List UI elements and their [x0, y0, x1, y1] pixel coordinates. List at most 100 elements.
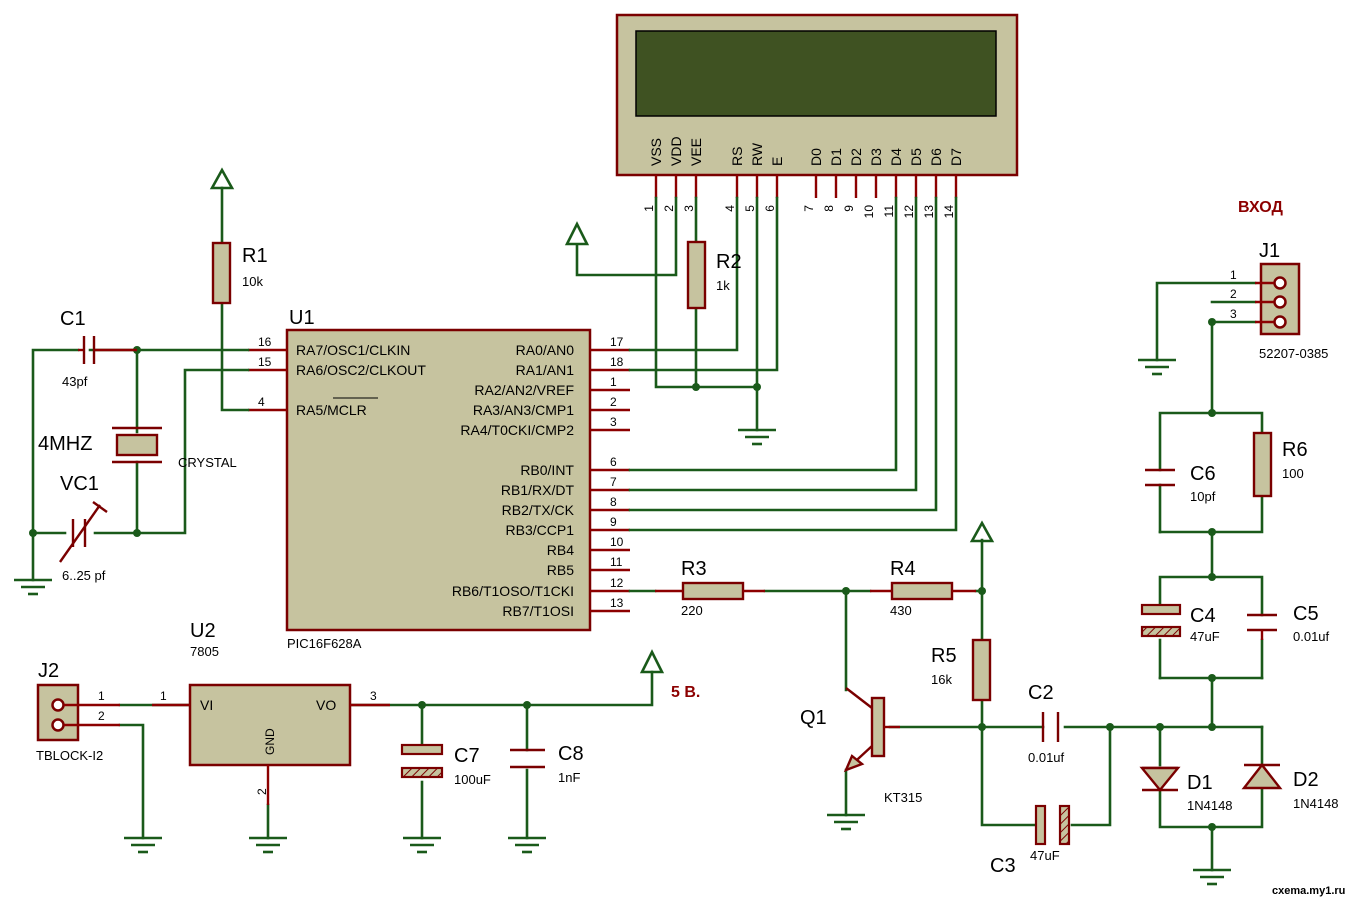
lcd-pin-number: 6 — [763, 205, 777, 212]
junction-dot — [1208, 723, 1216, 731]
lcd-pin-label: VSS — [648, 138, 664, 166]
r3-body — [681, 581, 745, 601]
u1-pin-number: 8 — [610, 495, 617, 509]
r6-body — [1252, 431, 1273, 498]
d1 — [1139, 766, 1181, 792]
q1-transistor — [843, 687, 900, 773]
u1-pin-number: 16 — [258, 335, 272, 349]
q1-val: KT315 — [884, 790, 922, 805]
u1-pin-label: RB0/INT — [520, 462, 574, 478]
ground-icon — [403, 836, 441, 854]
lcd-pin-label: E — [769, 157, 785, 166]
u1-pin-number: 9 — [610, 515, 617, 529]
junction-dot — [1208, 823, 1216, 831]
r1-ref: R1 — [242, 245, 268, 267]
resistors — [211, 240, 1273, 702]
u1-pin-label: RA6/OSC2/CLKOUT — [296, 362, 426, 378]
u1-pin-label: RB6/T1OSO/T1CKI — [452, 583, 574, 599]
u1-ref: U1 — [289, 307, 315, 329]
u1-pin-label: RB3/CCP1 — [506, 522, 575, 538]
lcd-display: VSS1VDD2VEE3RS4RW5E6D07D18D29D310D411D51… — [615, 13, 1019, 219]
u1-pin-number: 13 — [610, 596, 624, 610]
u1-pin-label: RA5/MCLR — [296, 402, 367, 418]
u1-pin-label: RA4/T0CKI/CMP2 — [460, 422, 574, 438]
component-labels: R1 10k R2 1k R3 220 R4 430 R5 16k R6 100… — [38, 199, 1345, 897]
lcd-pin-number: 4 — [723, 205, 737, 212]
lcd-pin-number: 8 — [822, 205, 836, 212]
input-label: ВХОД — [1238, 199, 1283, 216]
u1-pin-number: 3 — [610, 415, 617, 429]
u1-pin-label: RB4 — [547, 542, 574, 558]
u1-pin-number: 17 — [610, 335, 624, 349]
lcd-pin-number: 9 — [842, 205, 856, 212]
u2-vo-label: VO — [316, 697, 336, 713]
c6 — [1145, 468, 1175, 487]
j2-val: TBLOCK-I2 — [36, 748, 103, 763]
u1-pin-label: RB1/RX/DT — [501, 482, 575, 498]
c8-val: 1nF — [558, 770, 580, 785]
u2-pin-vi: 1 — [160, 689, 167, 703]
lcd-pin-label: D7 — [948, 148, 964, 166]
vc1-ref: VC1 — [60, 473, 99, 495]
u1-pin-label: RA7/OSC1/CLKIN — [296, 342, 410, 358]
j1-pin-2: 2 — [1230, 287, 1237, 301]
junction-dot — [1106, 723, 1114, 731]
lcd-pin-number: 1 — [642, 205, 656, 212]
r6-val: 100 — [1282, 466, 1304, 481]
j1-pin-3: 3 — [1230, 307, 1237, 321]
ground-icon — [14, 578, 52, 596]
c1 — [78, 336, 137, 364]
j2-connector: 1 2 J2 TBLOCK-I2 — [36, 660, 120, 763]
r4-body — [890, 581, 954, 601]
u2-vi-label: VI — [200, 697, 213, 713]
power-arrow-icon — [564, 221, 590, 246]
junction-dot — [978, 587, 986, 595]
vc1 — [59, 501, 108, 563]
r2-body — [686, 240, 707, 310]
junction-dot — [1208, 573, 1216, 581]
power-arrows — [209, 167, 995, 674]
j1-ref: J1 — [1259, 240, 1280, 262]
c4-ref: C4 — [1190, 605, 1216, 627]
lcd-pin-label: D6 — [928, 148, 944, 166]
lcd-pin-number: 12 — [902, 205, 916, 219]
c3-val: 47uF — [1030, 848, 1060, 863]
c8-ref: C8 — [558, 743, 584, 765]
r5-ref: R5 — [931, 645, 957, 667]
x1-ref: 4MHZ — [38, 433, 92, 455]
lcd-pin-label: D3 — [868, 148, 884, 166]
junction-dot — [523, 701, 531, 709]
u1-pin-label: RB2/TX/CK — [502, 502, 575, 518]
c7-val: 100uF — [454, 772, 491, 787]
d1-val: 1N4148 — [1187, 798, 1233, 813]
d1-ref: D1 — [1187, 772, 1213, 794]
c4-val: 47uF — [1190, 629, 1220, 644]
c4 — [1140, 603, 1182, 638]
ground-icon — [1193, 868, 1231, 886]
lcd-pin-number: 11 — [882, 205, 896, 218]
c5 — [1247, 613, 1277, 640]
j1-val: 52207-0385 — [1259, 346, 1328, 361]
power-arrow-icon — [969, 520, 995, 543]
lcd-pin-number: 3 — [682, 205, 696, 212]
u1-pin-number: 7 — [610, 475, 617, 489]
c1-ref: C1 — [60, 308, 86, 330]
supply-label: 5 В. — [671, 684, 700, 701]
junction-dot — [1208, 528, 1216, 536]
crystal-4mhz — [112, 426, 162, 464]
lcd-pin-label: VEE — [688, 138, 704, 166]
ground-icon — [508, 836, 546, 854]
c1-val: 43pf — [62, 374, 88, 389]
r1-val: 10k — [242, 274, 263, 289]
u2-regulator: VI VO GND 1 3 2 U2 7805 — [152, 620, 390, 805]
junction-dot — [418, 701, 426, 709]
d2-val: 1N4148 — [1293, 796, 1339, 811]
c2 — [1041, 712, 1060, 742]
lcd-pin-label: D5 — [908, 148, 924, 166]
lcd-pin-label: D2 — [848, 148, 864, 166]
c7 — [400, 743, 444, 779]
junction-dot — [753, 383, 761, 391]
u1-pin-label: RB5 — [547, 562, 574, 578]
diodes — [1139, 763, 1283, 792]
